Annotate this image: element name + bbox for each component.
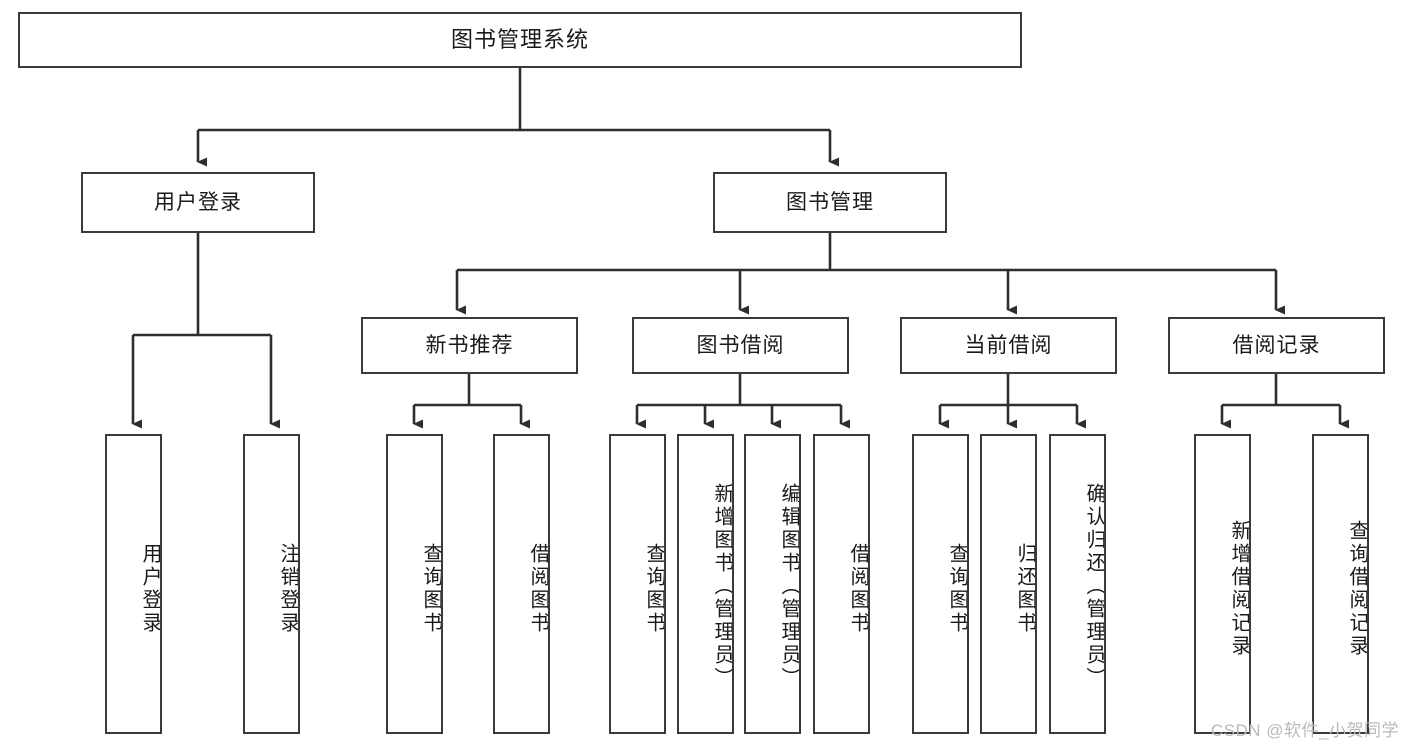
- node-book-borrowing[interactable]: 图书借阅: [632, 317, 849, 374]
- leaf-query-books-new[interactable]: 查询图书: [386, 434, 443, 734]
- leaf-query-borrow-record[interactable]: 查询借阅记录: [1312, 434, 1369, 734]
- leaf-edit-book-admin[interactable]: 编辑图书（管理员）: [744, 434, 801, 734]
- node-label: 新书推荐: [425, 333, 514, 357]
- node-label: 借阅图书: [527, 543, 549, 635]
- node-label: 用户登录: [154, 190, 242, 214]
- node-label: 图书管理系统: [450, 26, 589, 52]
- node-label: 查询图书: [420, 543, 442, 635]
- node-label: 确认归还（管理员）: [1083, 482, 1105, 690]
- node-label: 新增图书（管理员）: [711, 482, 733, 690]
- node-label: 查询图书: [643, 543, 665, 635]
- leaf-logout-login[interactable]: 注销登录: [243, 434, 300, 734]
- node-label: 图书借阅: [696, 333, 785, 357]
- node-label: 图书管理: [786, 190, 874, 214]
- node-label: 编辑图书（管理员）: [778, 482, 800, 690]
- leaf-query-books-borrow[interactable]: 查询图书: [609, 434, 666, 734]
- node-label: 借阅记录: [1232, 333, 1321, 357]
- node-label: 注销登录: [277, 543, 299, 635]
- node-label: 借阅图书: [847, 543, 869, 635]
- node-borrow-records[interactable]: 借阅记录: [1168, 317, 1385, 374]
- watermark-text: CSDN @软件_小贺同学: [1210, 721, 1399, 740]
- leaf-confirm-return-admin[interactable]: 确认归还（管理员）: [1049, 434, 1106, 734]
- node-new-book-recommendation[interactable]: 新书推荐: [361, 317, 578, 374]
- node-book-management[interactable]: 图书管理: [713, 172, 947, 233]
- node-label: 用户登录: [139, 543, 161, 635]
- node-current-borrowing[interactable]: 当前借阅: [900, 317, 1117, 374]
- leaf-borrow-books-new[interactable]: 借阅图书: [493, 434, 550, 734]
- leaf-add-borrow-record[interactable]: 新增借阅记录: [1194, 434, 1251, 734]
- node-label: 查询借阅记录: [1346, 520, 1368, 658]
- leaf-return-books[interactable]: 归还图书: [980, 434, 1037, 734]
- node-label: 新增借阅记录: [1228, 520, 1250, 658]
- node-root-book-management-system[interactable]: 图书管理系统: [18, 12, 1022, 68]
- node-user-login[interactable]: 用户登录: [81, 172, 315, 233]
- node-label: 归还图书: [1014, 543, 1036, 635]
- leaf-borrow-books[interactable]: 借阅图书: [813, 434, 870, 734]
- node-label: 当前借阅: [964, 333, 1053, 357]
- leaf-query-books-current[interactable]: 查询图书: [912, 434, 969, 734]
- leaf-add-book-admin[interactable]: 新增图书（管理员）: [677, 434, 734, 734]
- node-label: 查询图书: [946, 543, 968, 635]
- leaf-user-login[interactable]: 用户登录: [105, 434, 162, 734]
